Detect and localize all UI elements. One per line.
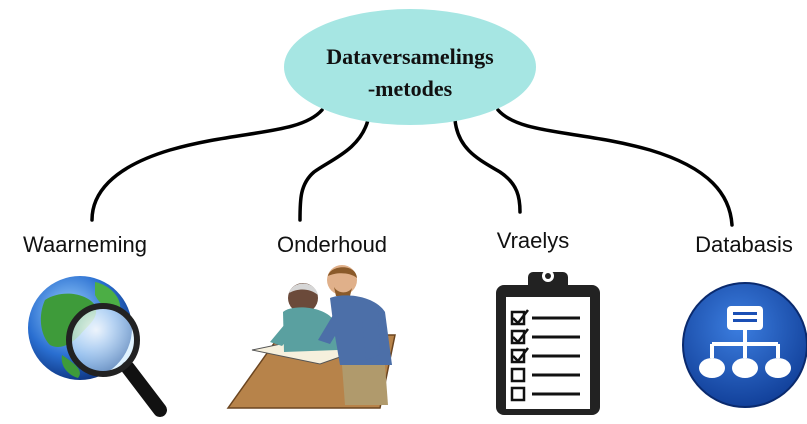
interview-people-icon <box>226 265 396 409</box>
connector-waarneming <box>90 108 324 222</box>
connector-vraelys <box>453 118 522 214</box>
database-network-icon <box>682 282 807 408</box>
center-title-line1: Dataversamelings <box>326 44 494 69</box>
connector-databasis <box>496 108 734 227</box>
label-databasis: Databasis <box>695 232 793 257</box>
label-waarneming: Waarneming <box>23 232 147 257</box>
label-onderhoud: Onderhoud <box>277 232 387 257</box>
center-ellipse <box>284 9 536 125</box>
connector-onderhoud <box>298 118 370 222</box>
globe-magnifier-icon <box>28 276 167 417</box>
clipboard-checklist-icon <box>496 270 600 415</box>
center-title-line2: -metodes <box>368 76 453 101</box>
center-node: Dataversamelings -metodes <box>284 9 536 125</box>
connector-lines <box>90 108 734 227</box>
label-vraelys: Vraelys <box>497 228 570 253</box>
